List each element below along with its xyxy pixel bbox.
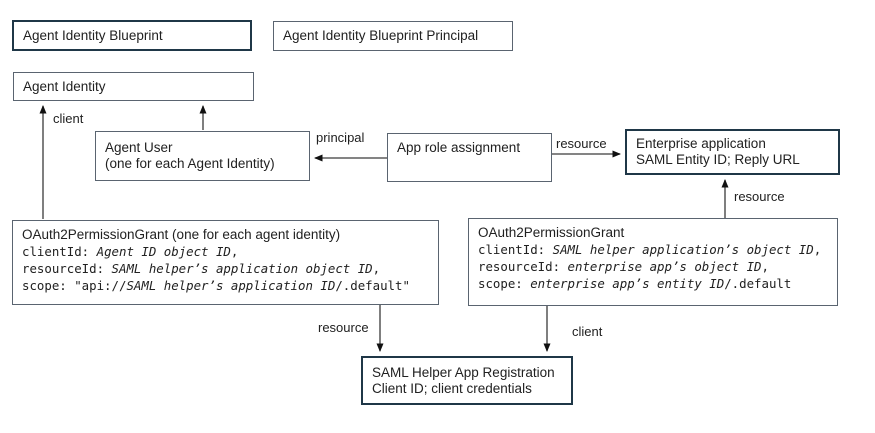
enterprise-application-box: Enterprise application SAML Entity ID; R…: [625, 129, 840, 175]
saml-helper-subtitle: Client ID; client credentials: [372, 380, 532, 396]
agent-identity-blueprint-label: Agent Identity Blueprint: [23, 27, 163, 43]
code-value-italic: SAML helper’s application object ID: [111, 261, 373, 276]
code-tail: /.default": [335, 278, 410, 293]
code-tail: ,: [761, 259, 769, 274]
oauth2-right-clientid-line: clientId: SAML helper application’s obje…: [478, 241, 828, 258]
edge-label-client-lower: client: [572, 324, 603, 339]
oauth2-grant-left-box: OAuth2PermissionGrant (one for each agen…: [12, 220, 439, 305]
saml-helper-title: SAML Helper App Registration: [372, 364, 555, 380]
code-value-italic: enterprise app’s entity ID: [530, 276, 725, 291]
oauth2-right-title: OAuth2PermissionGrant: [478, 225, 625, 240]
agent-user-box: Agent User (one for each Agent Identity): [95, 131, 310, 181]
oauth2-right-resourceid-line: resourceId: enterprise app’s object ID,: [478, 258, 828, 275]
edge-label-resource-lower: resource: [318, 320, 369, 335]
code-tail: /.default: [724, 276, 792, 291]
oauth2-left-title: OAuth2PermissionGrant (one for each agen…: [22, 227, 341, 242]
agent-identity-label: Agent Identity: [23, 78, 106, 94]
code-key: resourceId:: [22, 261, 112, 276]
agent-identity-box: Agent Identity: [13, 72, 254, 101]
oauth2-grant-right-box: OAuth2PermissionGrant clientId: SAML hel…: [468, 218, 838, 306]
code-key: clientId:: [478, 242, 553, 257]
code-key: clientId:: [22, 244, 97, 259]
oauth2-left-clientid-line: clientId: Agent ID object ID,: [22, 243, 429, 260]
agent-user-title: Agent User: [105, 140, 173, 155]
edge-label-resource-mid: resource: [556, 136, 607, 151]
agent-identity-blueprint-box: Agent Identity Blueprint: [12, 20, 252, 51]
oauth2-left-resourceid-line: resourceId: SAML helper’s application ob…: [22, 260, 429, 277]
saml-helper-app-registration-box: SAML Helper App Registration Client ID; …: [361, 356, 573, 405]
code-tail: ,: [372, 261, 381, 276]
agent-identity-blueprint-principal-label: Agent Identity Blueprint Principal: [283, 28, 479, 43]
oauth2-right-scope-line: scope: enterprise app’s entity ID/.defau…: [478, 275, 828, 292]
code-key: scope: "api://: [22, 278, 127, 293]
code-key: resourceId:: [478, 259, 568, 274]
agent-identity-blueprint-principal-box: Agent Identity Blueprint Principal: [273, 21, 513, 51]
oauth2-left-scope-line: scope: "api://SAML helper’s application …: [22, 277, 429, 294]
app-role-assignment-label: App role assignment: [397, 140, 521, 155]
agent-user-subtitle: (one for each Agent Identity): [105, 156, 275, 171]
code-value-italic: enterprise app’s object ID: [567, 259, 762, 274]
enterprise-application-subtitle: SAML Entity ID; Reply URL: [636, 152, 800, 167]
code-value-italic: SAML helper’s application ID: [126, 278, 336, 293]
code-value-italic: SAML helper application’s object ID: [552, 242, 814, 257]
code-tail: ,: [813, 242, 822, 257]
code-key: scope:: [478, 276, 531, 291]
edge-label-client-upper: client: [53, 111, 84, 126]
code-tail: ,: [230, 244, 239, 259]
app-role-assignment-box: App role assignment: [387, 133, 552, 182]
enterprise-application-title: Enterprise application: [636, 136, 766, 151]
edge-label-principal: principal: [316, 130, 365, 145]
code-value-italic: Agent ID object ID: [96, 244, 231, 259]
edge-label-resource-vertical: resource: [734, 189, 785, 204]
